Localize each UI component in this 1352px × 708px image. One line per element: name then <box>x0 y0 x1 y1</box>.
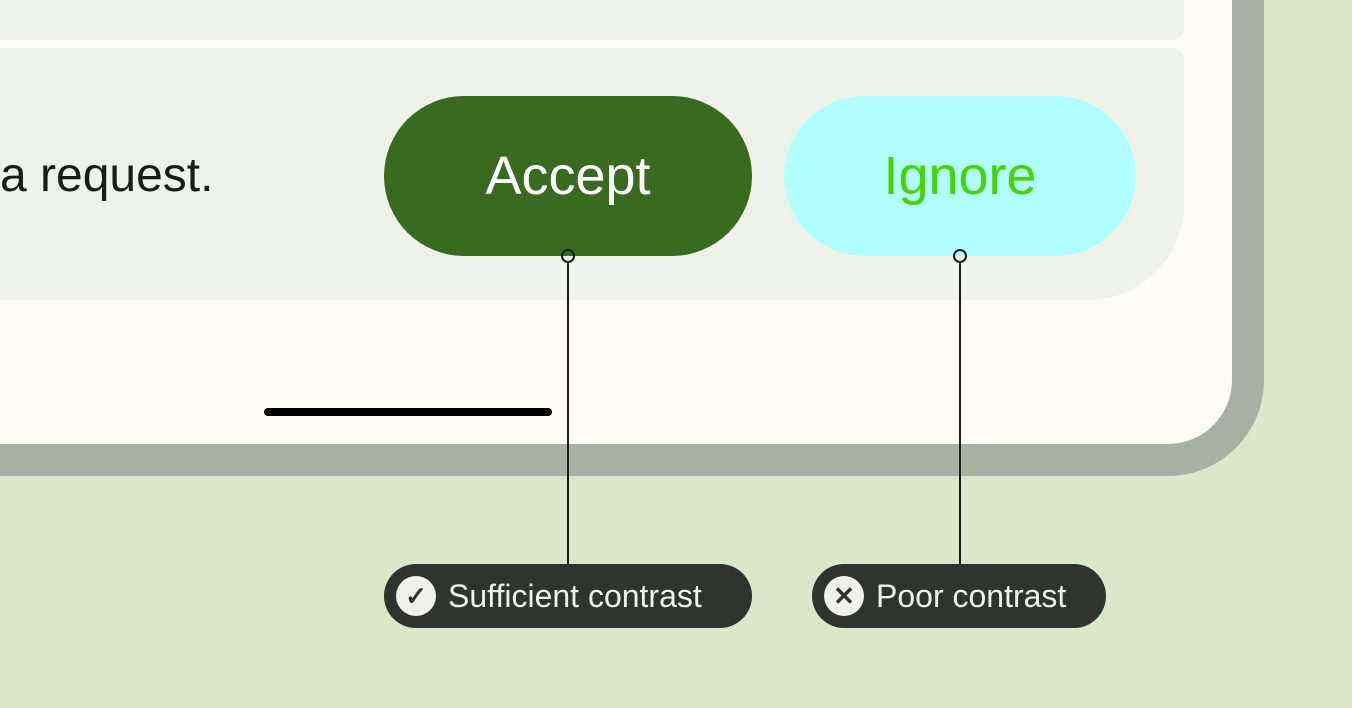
request-message: a request. <box>0 149 214 202</box>
callout-dot-ignore <box>953 249 967 263</box>
x-circle-icon: ✕ <box>824 576 864 616</box>
poor-contrast-label: ✕ Poor contrast <box>812 564 1106 628</box>
ignore-button[interactable]: Ignore <box>784 96 1136 256</box>
accept-button[interactable]: Accept <box>384 96 752 256</box>
poor-contrast-text: Poor contrast <box>876 577 1067 614</box>
sufficient-contrast-label: ✓ Sufficient contrast <box>384 564 752 628</box>
previous-card <box>0 0 1184 40</box>
callout-line-accept <box>567 262 569 564</box>
check-circle-icon: ✓ <box>396 576 436 616</box>
gesture-handle[interactable] <box>264 408 552 416</box>
callout-line-ignore <box>959 262 961 564</box>
sufficient-contrast-text: Sufficient contrast <box>448 577 702 614</box>
callout-dot-accept <box>561 249 575 263</box>
